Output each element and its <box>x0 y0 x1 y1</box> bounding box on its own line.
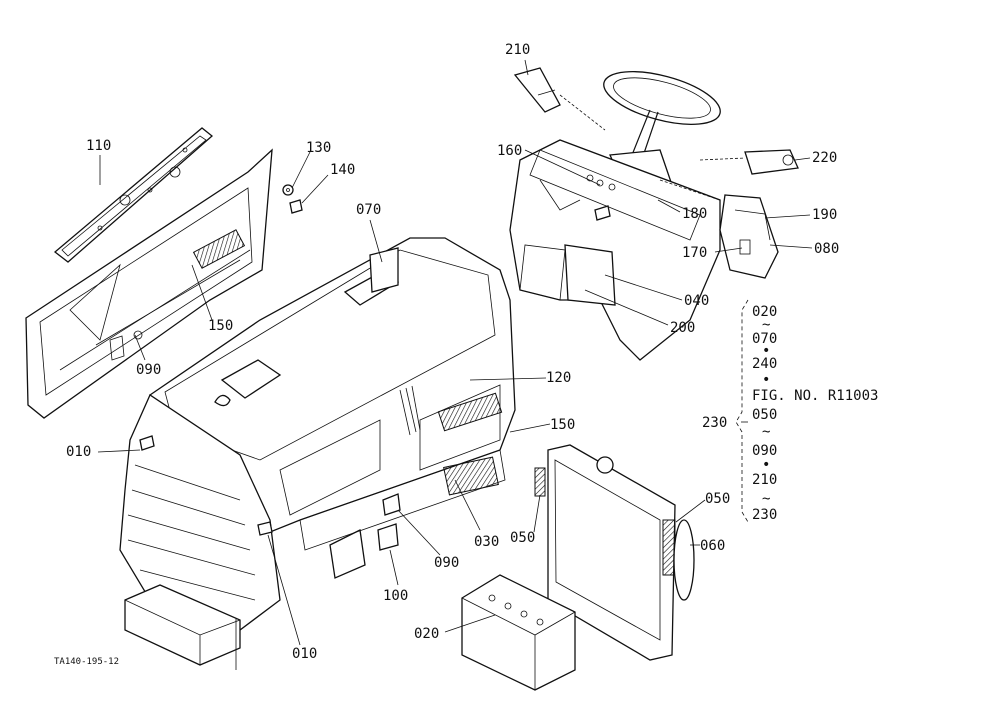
group-item: FIG. NO. R11003 <box>752 388 878 404</box>
group-item: 050 <box>752 407 777 423</box>
callout-060: 060 <box>700 538 725 554</box>
lower-bracket <box>299 449 506 579</box>
group-separator: ~ <box>762 424 770 440</box>
decal-050 <box>534 467 546 497</box>
callout-180: 180 <box>682 206 707 222</box>
callout-130: 130 <box>306 140 331 156</box>
callout-100: 100 <box>383 588 408 604</box>
callout-170: 170 <box>682 245 707 261</box>
group-separator: ~ <box>762 491 770 507</box>
group-bracket <box>735 299 749 523</box>
washer-130 <box>282 184 294 196</box>
radiator <box>547 444 695 661</box>
callout-200: 200 <box>670 320 695 336</box>
callout-210: 210 <box>505 42 530 58</box>
callout-160: 160 <box>497 143 522 159</box>
clip-140 <box>289 199 303 214</box>
callout-190: 190 <box>812 207 837 223</box>
group-item: 090 <box>752 443 777 459</box>
callout-090a: 090 <box>136 362 161 378</box>
callout-020: 020 <box>414 626 439 642</box>
group-separator: • <box>762 457 770 473</box>
group-item: 240 <box>752 356 777 372</box>
arrows <box>559 94 746 201</box>
callout-labels: 110 130 140 150 090 070 010 010 210 160 220 180 190 1… <box>66 42 839 662</box>
dashboard <box>509 139 721 361</box>
callout-220: 220 <box>812 150 837 166</box>
side-cover-110 <box>53 127 214 263</box>
front-weight <box>124 584 241 670</box>
callout-150b: 150 <box>550 417 575 433</box>
leader-lines <box>97 59 813 646</box>
group-item: 020 <box>752 304 777 320</box>
group-item: 070 <box>752 331 777 347</box>
knob-220 <box>744 149 799 175</box>
callout-230: 230 <box>702 415 727 431</box>
callout-030: 030 <box>474 534 499 550</box>
callout-010a: 010 <box>66 444 91 460</box>
callout-150a: 150 <box>208 318 233 334</box>
drawing-code: TA140-195-12 <box>54 657 119 667</box>
group-separator: ~ <box>762 317 770 333</box>
callout-090b: 090 <box>434 555 459 571</box>
group-item: 210 <box>752 472 777 488</box>
front-grille <box>119 394 281 631</box>
callout-110: 110 <box>86 138 111 154</box>
callout-070: 070 <box>356 202 381 218</box>
knob-210 <box>513 67 561 113</box>
callout-140: 140 <box>330 162 355 178</box>
callout-050b: 050 <box>705 491 730 507</box>
callout-080: 080 <box>814 241 839 257</box>
callout-050a: 050 <box>510 530 535 546</box>
side-panel <box>25 148 273 419</box>
battery <box>461 574 576 691</box>
group-separator: • <box>762 372 770 388</box>
switch-assembly-190 <box>719 194 779 279</box>
callout-040: 040 <box>684 293 709 309</box>
callout-120: 120 <box>546 370 571 386</box>
callout-010b: 010 <box>292 646 317 662</box>
group-item: 230 <box>752 507 777 523</box>
group-separator: • <box>762 343 770 359</box>
